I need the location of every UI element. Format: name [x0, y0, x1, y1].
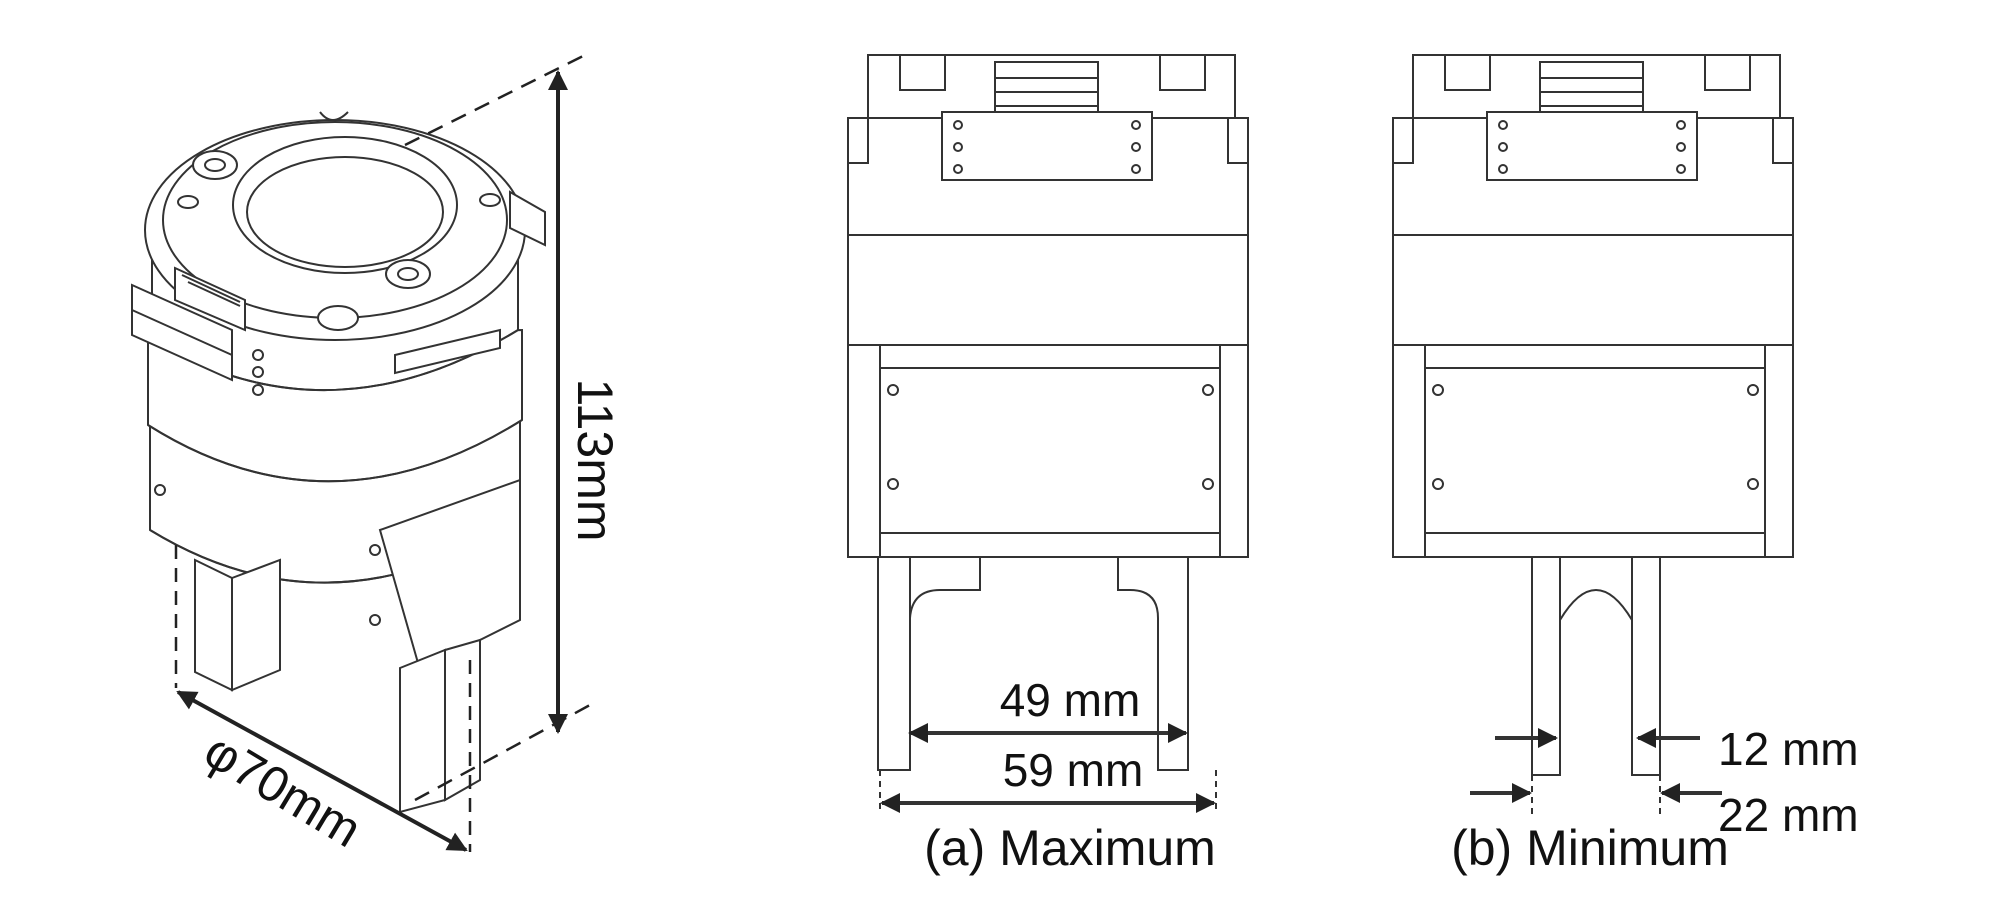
- front-view-maximum: [847, 54, 1249, 771]
- dimension-59mm: [879, 770, 1217, 813]
- inner-width-label-max: 49 mm: [999, 674, 1141, 726]
- height-label: 113mm: [567, 378, 623, 542]
- dimension-diameter-70: [174, 545, 472, 852]
- caption-maximum: (a) Maximum: [924, 820, 1216, 876]
- dimension-12mm-22mm: [1470, 728, 1722, 815]
- front-view-minimum: [1392, 54, 1794, 776]
- outer-width-label-max: 59 mm: [1002, 744, 1144, 796]
- isometric-gripper: [131, 111, 546, 814]
- caption-minimum: (b) Minimum: [1451, 820, 1729, 876]
- inner-width-label-min: 12 mm: [1718, 723, 1859, 775]
- outer-width-label-min: 22 mm: [1718, 789, 1859, 841]
